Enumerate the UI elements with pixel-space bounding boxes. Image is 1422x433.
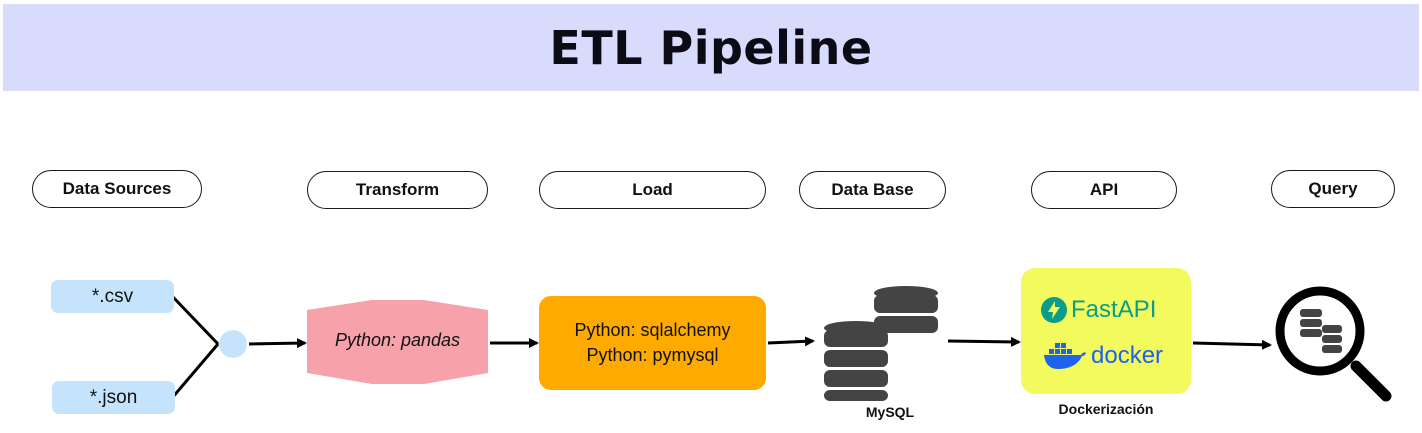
transform-label: Python: pandas	[334, 330, 461, 350]
stage-load: Load	[539, 171, 766, 209]
stage-data-sources: Data Sources	[32, 170, 202, 208]
source-json-label: *.json	[89, 386, 138, 408]
merge-line-json	[170, 343, 220, 399]
fastapi-logo: FastAPI	[1041, 296, 1156, 324]
stage-query: Query	[1271, 170, 1395, 208]
fastapi-text: FastAPI	[1071, 296, 1157, 323]
database-icon	[824, 286, 938, 401]
source-csv-label: *.csv	[91, 285, 134, 307]
load-line-pymysql: Python: pymysql	[586, 345, 719, 365]
diagram-title: ETL Pipeline	[549, 20, 873, 75]
load-box: Python: sqlalchemy Python: pymysql	[539, 296, 766, 390]
source-csv: *.csv	[51, 280, 174, 313]
merge-line-csv	[170, 294, 220, 346]
arrow-load-database	[767, 336, 815, 347]
database-caption: MySQL	[865, 404, 915, 420]
docker-whale-icon	[1044, 343, 1086, 369]
magnifier-database-icon	[1275, 286, 1392, 402]
docker-text: docker	[1091, 342, 1164, 369]
transform-shape	[307, 300, 488, 384]
stage-api: API	[1031, 171, 1177, 209]
arrow-sources-transform	[248, 338, 307, 349]
title-bar: ETL Pipeline	[3, 4, 1419, 91]
source-json: *.json	[52, 381, 175, 414]
fastapi-bolt-icon	[1041, 297, 1067, 323]
docker-logo: docker	[1043, 342, 1163, 370]
arrow-api-query	[1192, 339, 1272, 350]
api-caption: Dockerización	[1058, 401, 1154, 417]
merge-node	[219, 330, 247, 358]
stage-transform: Transform	[307, 171, 488, 209]
api-box: FastAPI docker	[1021, 268, 1191, 394]
stage-data-base: Data Base	[799, 171, 946, 209]
load-line-sqlalchemy: Python: sqlalchemy	[574, 320, 731, 340]
arrow-database-api	[947, 336, 1021, 347]
